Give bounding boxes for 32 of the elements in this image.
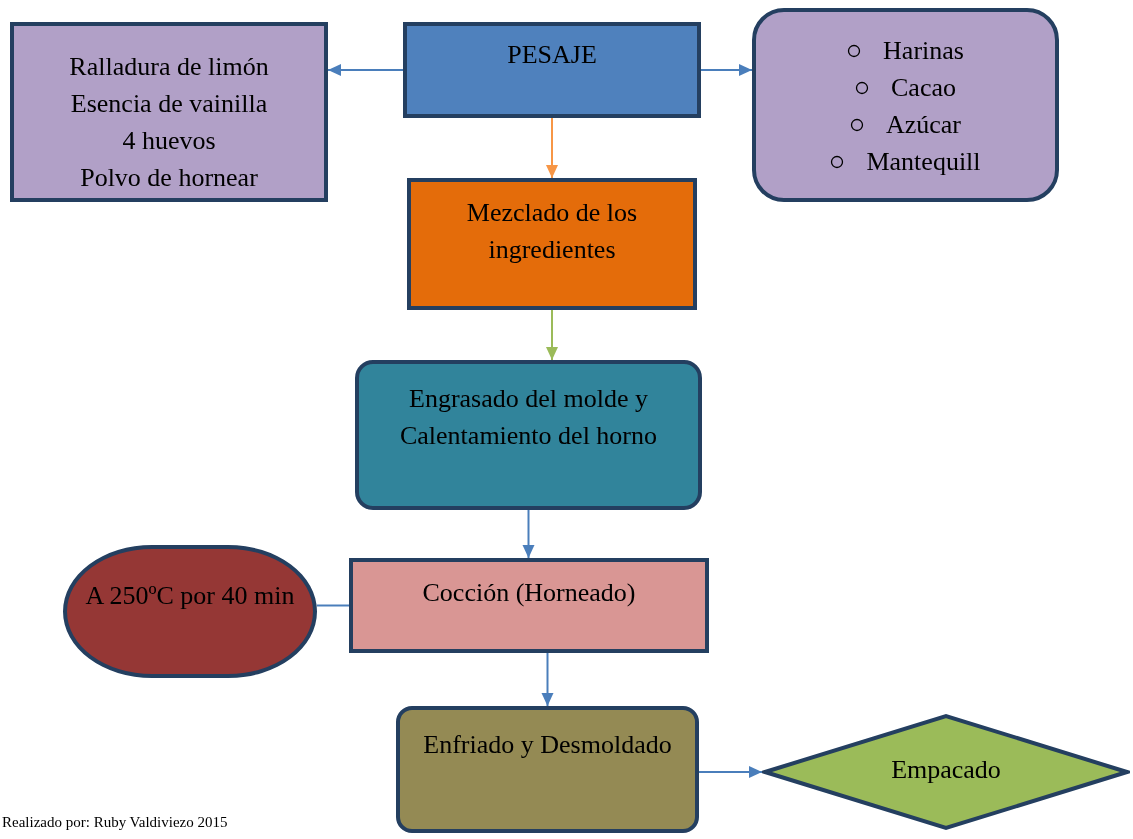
node-text: Azúcar	[885, 109, 962, 141]
node-text: Mezclado de los ingredientes	[465, 197, 639, 266]
ingredient-list-box	[752, 8, 1059, 202]
process-box	[396, 706, 699, 833]
node-text: Harinas	[883, 35, 964, 67]
node-text: Esencia de vainilla	[70, 88, 268, 120]
arrow	[698, 766, 763, 778]
node-text: Mantequill	[866, 146, 981, 178]
ingredient-box	[10, 22, 328, 202]
node-text: Cacao	[891, 72, 956, 104]
node-text: Cocción (Horneado)	[422, 577, 636, 609]
node-text: Enfriado y Desmoldado	[423, 729, 672, 761]
node-text: Ralladura de limón	[69, 51, 269, 83]
process-box	[407, 178, 697, 310]
credit-note: Realizado por: Ruby Valdiviezo 2015	[2, 814, 228, 831]
node-text: A 250ºC por 40 min	[85, 580, 295, 612]
process-box	[349, 558, 709, 653]
arrow	[546, 309, 558, 361]
process-box	[403, 22, 701, 118]
process-box	[355, 360, 702, 510]
node-text: Empacado	[891, 754, 1001, 786]
arrow	[546, 117, 558, 179]
arrow	[541, 652, 554, 707]
node-text: PESAJE	[507, 39, 597, 71]
arrow	[700, 64, 753, 76]
node-text: Engrasado del molde y Calentamiento del horno	[398, 383, 658, 452]
arrow	[327, 64, 404, 76]
node-text: 4 huevos	[122, 125, 216, 157]
decision-diamond	[762, 713, 1130, 831]
arrow	[522, 509, 535, 559]
node-text: Polvo de hornear	[80, 162, 258, 194]
connector-line	[316, 604, 350, 607]
